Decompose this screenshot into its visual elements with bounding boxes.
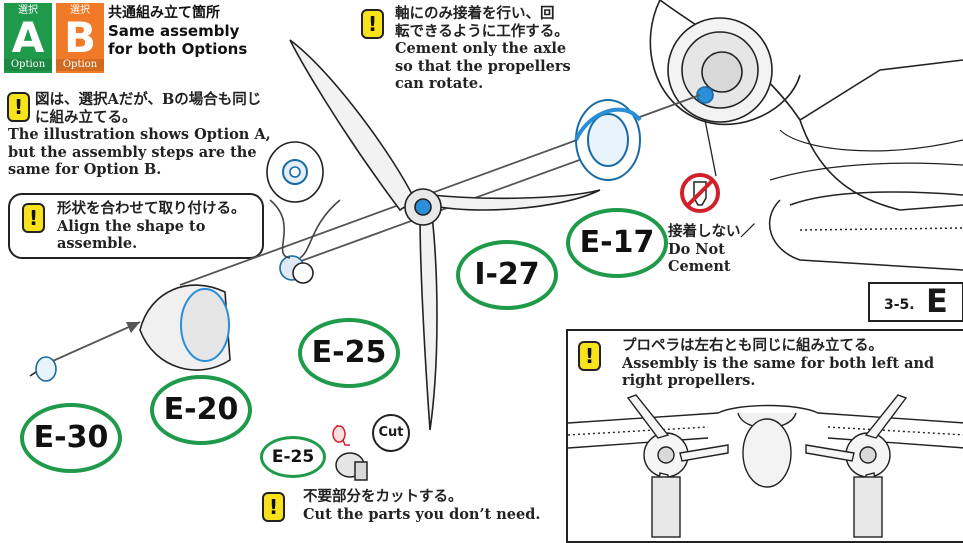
option-a-bottom-label: Option: [4, 59, 52, 71]
cut-illustration: [332, 424, 368, 481]
part-label-e20: E-20: [150, 375, 252, 445]
sprue-letter: E: [926, 282, 948, 320]
part-e20-drawing: [139, 284, 231, 371]
align-note-en1: Align the shape to: [57, 217, 206, 235]
section-heading: 共通組み立て箇所 Same assembly for both Options: [108, 4, 278, 58]
option-a-letter: A: [11, 13, 45, 62]
propeller-note-jp: プロペラは左右とも同じに組み立てる。: [622, 337, 883, 354]
part-e30-drawing: [29, 356, 57, 382]
heading-jp: 共通組み立て箇所: [108, 5, 220, 21]
axle-note-en2: so that the propellers: [395, 57, 571, 75]
no-cement-en2: Cement: [668, 258, 731, 275]
part-label-i27: I-27: [456, 240, 558, 310]
option-b-badge: 選択 B Option: [56, 3, 104, 73]
propeller-drawing: [289, 39, 601, 431]
axle-note-jp2: 転できるように工作する。: [395, 22, 569, 40]
cut-note-en: Cut the parts you don’t need.: [303, 505, 541, 523]
heading-en-line1: Same assembly: [108, 22, 240, 40]
axle-note: 軸にのみ接着を行い、回 転できるように工作する。 Cement only the…: [395, 5, 595, 93]
warning-icon: !: [7, 92, 30, 122]
warning-icon: !: [578, 341, 601, 371]
no-cement-note: 接着しない／ Do Not Cement: [668, 223, 778, 276]
option-a-top-label: 選択: [18, 5, 38, 16]
propeller-note-en2: right propellers.: [622, 372, 756, 389]
option-a-badge: 選択 A Option: [4, 3, 52, 73]
axle-note-jp1: 軸にのみ接着を行い、回: [395, 5, 555, 22]
part-e25-drawing: [266, 141, 341, 284]
part-e17-drawing: [574, 99, 642, 181]
warning-icon: !: [262, 492, 285, 522]
cut-note-jp: 不要部分をカットする。: [303, 488, 463, 505]
sprue-reference: 3-5. E: [868, 282, 963, 322]
illustration-note: 図は、選択Aだが、Bの場合も同じ に組み立てる。 The illustratio…: [8, 91, 308, 179]
part-label-e25-small: E-25: [260, 436, 326, 478]
align-note-jp: 形状を合わせて取り付ける。: [57, 200, 246, 217]
no-cement-icon: [680, 119, 720, 213]
axle-note-en1: Cement only the axle: [395, 40, 567, 57]
heading-en-line2: for both Options: [108, 40, 248, 58]
propeller-note: プロペラは左右とも同じに組み立てる。 Assembly is the same …: [622, 337, 962, 390]
cut-note: 不要部分をカットする。 Cut the parts you don’t need…: [303, 488, 563, 523]
illustration-note-en3: same for Option B.: [8, 161, 162, 178]
engine-nacelle-drawing: [649, 0, 963, 211]
part-label-e17: E-17: [566, 208, 668, 278]
illustration-note-en1: The illustration shows Option A,: [8, 126, 271, 143]
no-cement-en1: Do Not: [668, 240, 725, 258]
part-label-e25: E-25: [298, 318, 400, 388]
wing-drawing: [769, 191, 963, 271]
align-note-box: [8, 193, 264, 259]
propeller-inset-box: ! プロペラは左右とも同じに組み立てる。 Assembly is the sam…: [566, 329, 963, 543]
illustration-note-en2: but the assembly steps are the: [8, 143, 257, 161]
align-note-en2: assemble.: [57, 235, 138, 252]
warning-icon: !: [22, 203, 45, 233]
illustration-note-jp2: に組み立てる。: [35, 108, 137, 126]
no-cement-jp: 接着しない／: [668, 223, 755, 240]
propeller-note-en1: Assembly is the same for both left and: [622, 354, 935, 372]
aircraft-front-drawing: [568, 394, 963, 538]
option-b-letter: B: [63, 13, 96, 62]
guide-arrowhead: [126, 322, 140, 333]
left-propeller: [626, 394, 729, 538]
right-propeller: [805, 394, 908, 538]
sprue-number: 3-5.: [884, 297, 915, 313]
part-label-e30: E-30: [20, 403, 122, 473]
warning-icon: !: [361, 9, 384, 39]
cut-badge: Cut: [372, 414, 410, 452]
option-b-top-label: 選択: [70, 5, 90, 16]
align-note: 形状を合わせて取り付ける。 Align the shape to assembl…: [57, 200, 257, 253]
option-b-bottom-label: Option: [56, 59, 104, 71]
axle-note-en3: can rotate.: [395, 75, 484, 92]
illustration-note-jp1: 図は、選択Aだが、Bの場合も同じ: [35, 91, 262, 108]
